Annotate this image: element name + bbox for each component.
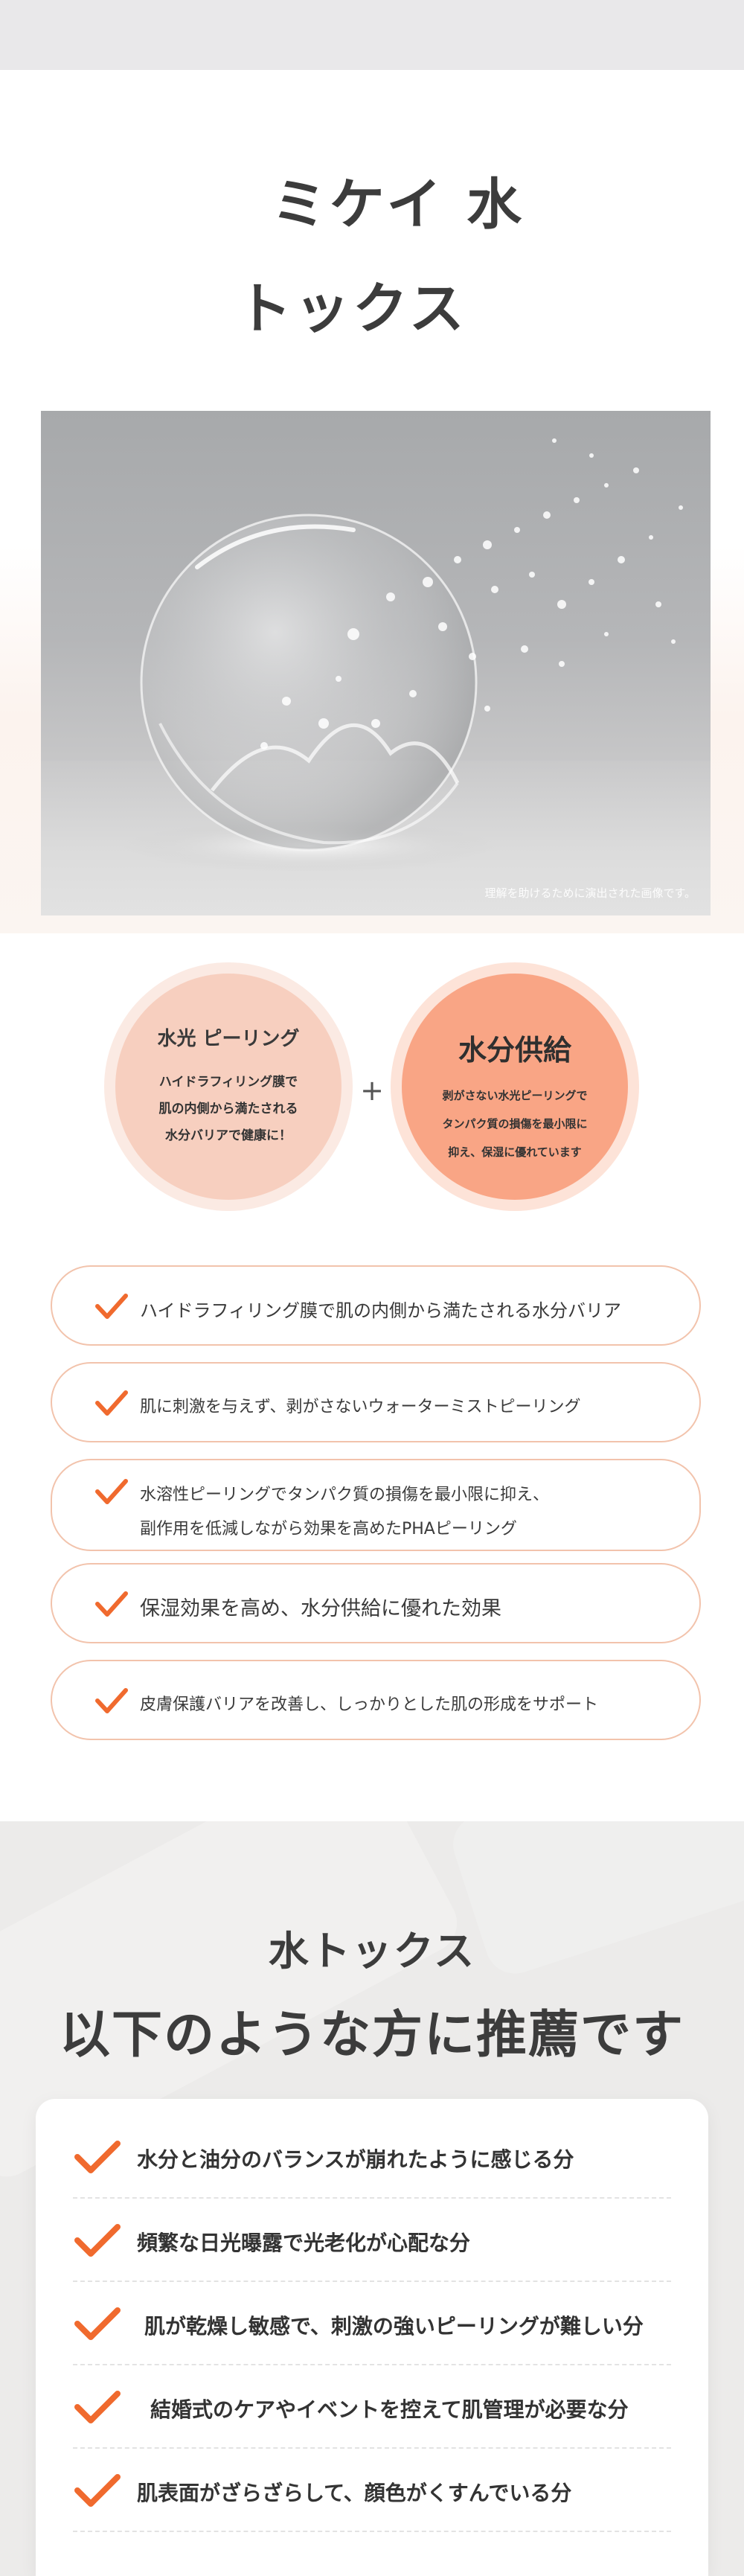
benefit-item: 水溶性ピーリングでタンパク質の損傷を最小限に抑え、 副作用を低減しながら効果を高… xyxy=(51,1459,701,1551)
divider xyxy=(73,2447,671,2449)
water-sphere-photo: 理解を助けるために演出された画像です。 xyxy=(41,411,711,915)
feature-right-line: 抑え、保湿に優れています xyxy=(448,1145,582,1159)
recommendation-item: 結婚式のケアやイベントを控えて肌管理が必要な分 xyxy=(73,2365,671,2449)
checkmark-icon xyxy=(95,1390,128,1416)
divider xyxy=(73,2364,671,2365)
divider xyxy=(73,2281,671,2282)
recommendation-item: 肌表面がざらざらして、顔色がくすんでいる分 xyxy=(73,2449,671,2532)
feature-circle-left xyxy=(115,974,341,1200)
plus-sign: + xyxy=(360,1074,384,1107)
product-title-line1: ミケイ 水 xyxy=(271,173,525,237)
checkmark-icon xyxy=(74,2224,121,2257)
feature-left-line: 肌の内側から満たされる xyxy=(158,1102,298,1116)
photo-caption: 理解を助けるために演出された画像です。 xyxy=(484,886,696,900)
checkmark-icon xyxy=(95,1688,128,1713)
benefit-item: 皮膚保護バリアを改善し、しっかりとした肌の形成をサポート xyxy=(51,1660,701,1740)
recommendation-text: 水分と油分のバランスが崩れたように感じる分 xyxy=(137,2147,574,2172)
feature-right-line: 剥がさない水光ピーリングで xyxy=(442,1089,588,1102)
checkmark-icon xyxy=(74,2474,121,2507)
product-title-line2: トックス xyxy=(237,277,467,341)
benefit-line: 副作用を低減しながら効果を高めたPHAピーリング xyxy=(140,1520,517,1538)
checkmark-icon xyxy=(95,1294,128,1319)
benefit-text: ハイドラフィリング膜で肌の内側から満たされる水分バリア xyxy=(140,1300,622,1321)
feature-circle-right xyxy=(402,974,628,1200)
feature-left-line: ハイドラフィリング膜で xyxy=(158,1075,298,1090)
feature-right-title: 水分供給 xyxy=(458,1034,571,1067)
benefit-item: 肌に刺激を与えず、剥がさないウォーターミストピーリング xyxy=(51,1362,701,1442)
recommendation-title: 以下のような方に推薦です xyxy=(59,2006,684,2065)
feature-left-body: ハイドラフィリング膜で 肌の内側から満たされる 水分バリアで健康に！ xyxy=(126,1069,330,1149)
benefit-item: 保湿効果を高め、水分供給に優れた効果 xyxy=(51,1563,701,1643)
recommendation-text: 頻繁な日光曝露で光老化が心配な分 xyxy=(137,2231,471,2255)
recommendation-text: 肌が乾燥し敏感で、刺激の強いピーリングが難しい分 xyxy=(144,2314,644,2339)
checkmark-icon xyxy=(74,2141,121,2173)
recommendation-item: 頻繁な日光曝露で光老化が心配な分 xyxy=(73,2199,671,2282)
recommendation-item: 水分と油分のバランスが崩れたように感じる分 xyxy=(73,2115,671,2199)
checkmark-icon xyxy=(74,2307,121,2340)
recommendation-text: 結婚式のケアやイベントを控えて肌管理が必要な分 xyxy=(150,2397,629,2422)
benefit-text: 肌に刺激を与えず、剥がさないウォーターミストピーリング xyxy=(140,1398,581,1416)
recommendation-item: 肌が乾燥し敏感で、刺激の強いピーリングが難しい分 xyxy=(73,2282,671,2365)
divider xyxy=(73,2531,671,2532)
benefit-text: 保湿効果を高め、水分供給に優れた効果 xyxy=(140,1597,501,1620)
feature-left-line: 水分バリアで健康に！ xyxy=(165,1128,292,1143)
checkmark-icon xyxy=(95,1479,128,1504)
benefit-text: 皮膚保護バリアを改善し、しっかりとした肌の形成をサポート xyxy=(140,1696,599,1714)
feature-left-title: 水光 ピーリング xyxy=(157,1028,300,1050)
recommendation-subtitle: 水トックス xyxy=(268,1928,476,1975)
divider xyxy=(73,2197,671,2199)
benefit-line: 水溶性ピーリングでタンパク質の損傷を最小限に抑え、 xyxy=(140,1486,550,1504)
feature-right-body: 剥がさない水光ピーリングで タンパク質の損傷を最小限に 抑え、保湿に優れています xyxy=(413,1081,617,1166)
checkmark-icon xyxy=(95,1591,128,1617)
benefit-text: 水溶性ピーリングでタンパク質の損傷を最小限に抑え、 副作用を低減しながら効果を高… xyxy=(140,1478,677,1547)
recommendation-text: 肌表面がざらざらして、顔色がくすんでいる分 xyxy=(137,2481,572,2505)
benefit-item: ハイドラフィリング膜で肌の内側から満たされる水分バリア xyxy=(51,1265,701,1346)
feature-right-line: タンパク質の損傷を最小限に xyxy=(442,1117,588,1131)
recommendation-card: 水分と油分のバランスが崩れたように感じる分 頻繁な日光曝露で光老化が心配な分 肌… xyxy=(36,2099,708,2576)
checkmark-icon xyxy=(74,2391,121,2423)
water-sphere-illustration xyxy=(123,438,683,872)
top-bar xyxy=(0,0,744,70)
